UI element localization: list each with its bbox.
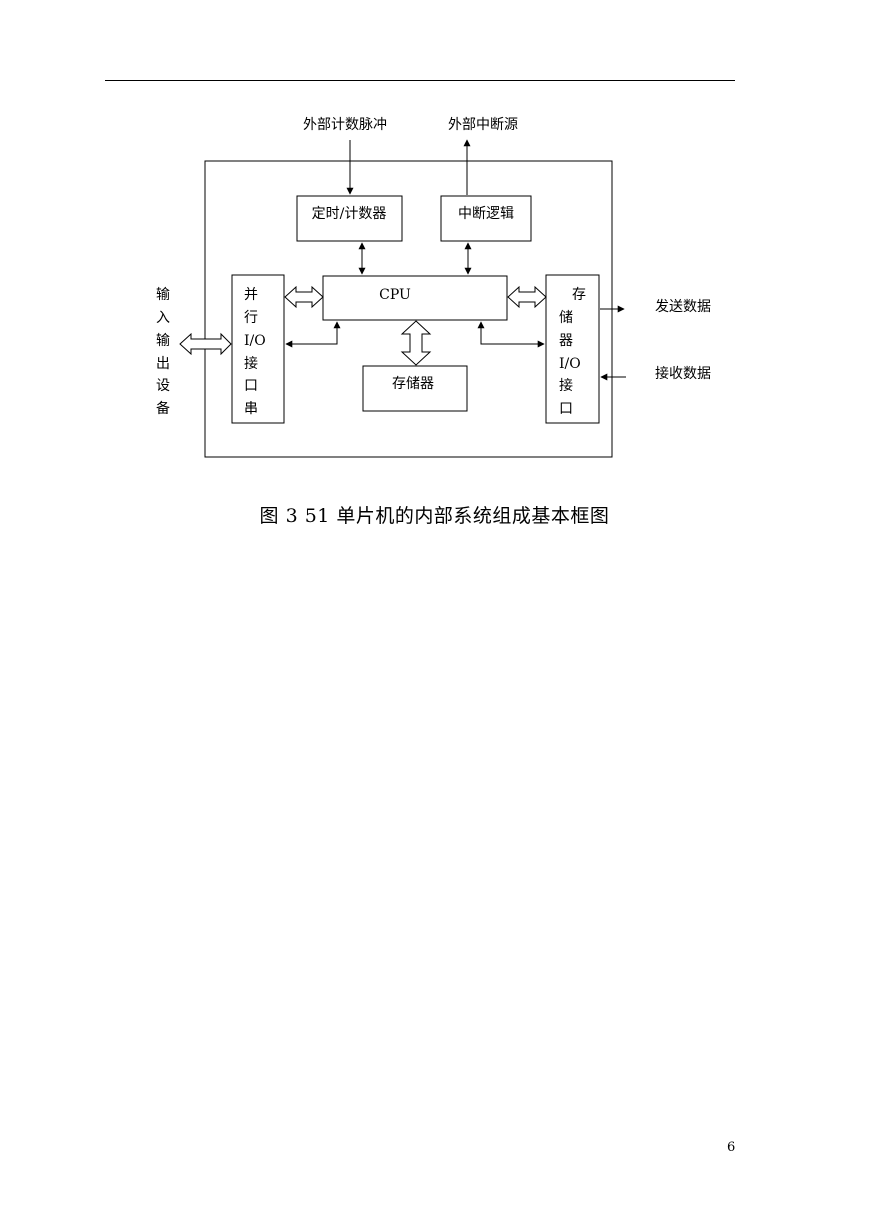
cpu-box [322,275,508,321]
svg-text:I/O: I/O [559,356,581,372]
cpu-label: CPU [379,287,411,303]
parallel-io-control-line [285,321,341,348]
svg-text:接: 接 [559,377,573,394]
block-diagram: 外部计数脉冲 外部中断源 定时/计数器 中断逻辑 CPU 存储器 并 行 I/O… [156,117,711,458]
svg-text:存: 存 [572,287,586,303]
cpu-serial-io-bus-arrow [507,285,547,309]
timer-counter-box [296,195,403,242]
interrupt-logic-box [440,195,532,242]
timer-counter-label: 定时/计数器 [312,206,387,222]
svg-text:器: 器 [559,333,573,349]
svg-text:接: 接 [244,355,258,372]
page-number: 6 [727,1140,736,1155]
svg-text:出: 出 [156,356,170,372]
send-data-label: 发送数据 [655,299,711,315]
svg-text:I/O: I/O [244,333,266,349]
svg-text:行: 行 [244,310,258,326]
svg-text:备: 备 [156,400,170,417]
svg-text:设: 设 [156,378,170,394]
parallel-io-label: 并 行 I/O 接 口 串 [244,287,266,417]
chip-boundary [204,160,613,458]
svg-text:输: 输 [156,287,170,303]
figure-caption: 图 3 51 单片机的内部系统组成基本框图 [259,505,610,527]
interrupt-logic-label: 中断逻辑 [458,206,514,222]
serial-io-box [545,274,600,424]
svg-text:入: 入 [156,310,170,326]
external-interrupt-source-label: 外部中断源 [448,117,518,133]
svg-text:储: 储 [559,310,573,326]
parallel-io-box [231,274,285,424]
svg-text:口: 口 [244,378,258,394]
memory-label: 存储器 [392,376,434,392]
serial-io-label: 存 储 器 I/O 接 口 [559,287,586,417]
parallel-io-cpu-bus-arrow [284,285,324,309]
io-device-label: 输 入 输 出 设 备 [156,287,170,417]
svg-text:口: 口 [559,401,573,417]
serial-io-control-line [477,321,545,348]
header-rule [105,80,735,81]
svg-text:串: 串 [244,401,258,417]
receive-data-label: 接收数据 [655,365,711,382]
memory-box [362,365,468,412]
svg-text:并: 并 [244,287,258,303]
external-counter-pulse-label: 外部计数脉冲 [303,117,387,133]
svg-text:输: 输 [156,333,170,349]
io-device-bus-arrow [179,332,232,356]
cpu-memory-bus-arrow [400,320,432,366]
